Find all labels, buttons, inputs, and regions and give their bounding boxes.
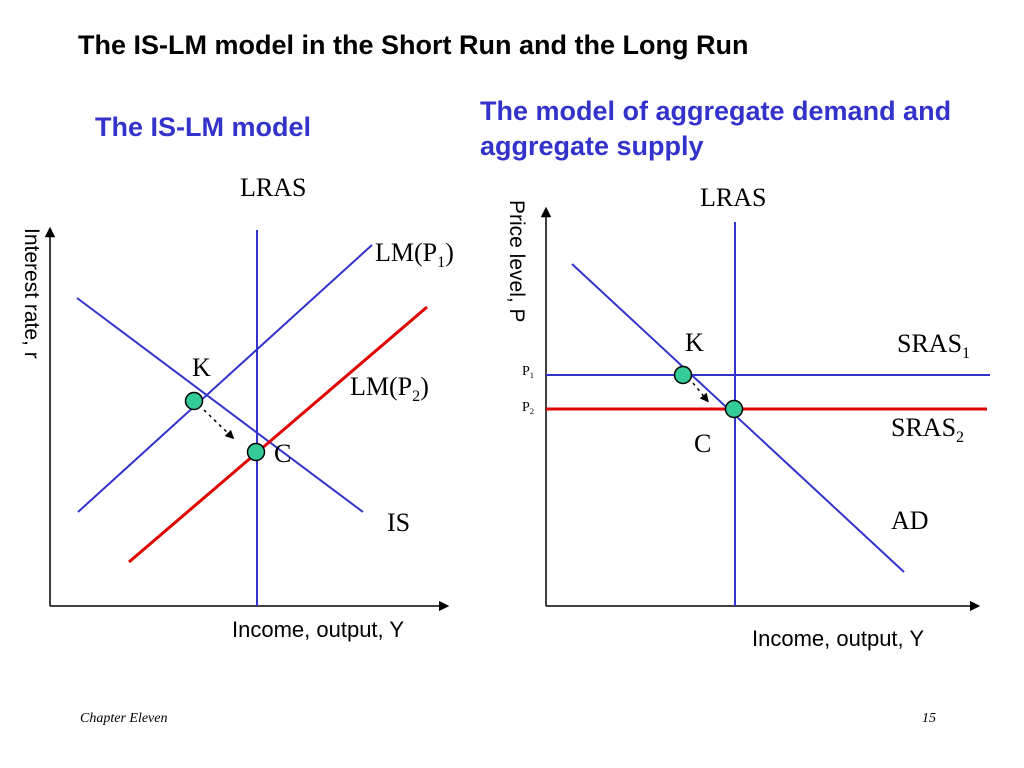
left-movement-arrow [203, 409, 235, 440]
lm2-label-close: ) [420, 372, 429, 401]
is-label: IS [387, 508, 411, 537]
sras2-label-sub: 2 [956, 428, 965, 446]
sras2-label: SRAS2 [891, 413, 965, 446]
left-lras-label: LRAS [240, 173, 307, 202]
left-point-c-label: C [274, 439, 292, 468]
ad-curve [571, 263, 905, 573]
lm1-label-text: LM(P [375, 238, 438, 267]
p1-tick-sub: 1 [529, 370, 535, 381]
sras2-label-text: SRAS [891, 413, 957, 442]
sras1-label-sub: 1 [962, 344, 971, 362]
right-y-axis-label: Price level, P [505, 200, 528, 323]
lm2-label-sub: 2 [412, 387, 421, 405]
lm1-label-close: ) [445, 238, 454, 267]
slide-title: The IS-LM model in the Short Run and the… [78, 30, 749, 60]
left-point-k [184, 391, 204, 411]
sras1-label-text: SRAS [897, 329, 963, 358]
left-point-c [246, 442, 266, 462]
ad-label: AD [891, 506, 929, 535]
p1-tick-label: P1 [522, 364, 534, 380]
is-curve [76, 297, 364, 513]
p2-tick-text: P [522, 400, 530, 415]
right-point-c-label: C [694, 429, 712, 458]
left-point-k-label: K [192, 353, 211, 382]
lm1-label-sub: 1 [437, 253, 446, 271]
lm1-label: LM(P1) [375, 238, 454, 271]
p2-tick-label: P2 [522, 400, 534, 416]
right-point-k-label: K [685, 328, 704, 357]
footer-chapter: Chapter Eleven [80, 711, 168, 726]
sras1-label: SRAS1 [897, 329, 971, 362]
right-panel-heading: The model of aggregate demand and aggreg… [480, 96, 952, 161]
left-x-axis-label: Income, output, Y [232, 617, 405, 642]
lm2-label: LM(P2) [350, 372, 429, 405]
left-y-axis-label: Interest rate, r [20, 228, 43, 359]
p2-tick-sub: 2 [529, 406, 535, 417]
left-panel-heading: The IS-LM model [95, 112, 311, 142]
lm2-curve [128, 305, 428, 564]
right-x-axis-label: Income, output, Y [752, 626, 925, 651]
right-point-k [673, 365, 693, 385]
lm1-curve [77, 244, 373, 513]
p1-tick-text: P [522, 364, 530, 379]
page-number: 15 [922, 711, 936, 726]
right-point-c [724, 399, 744, 419]
lm2-label-text: LM(P [350, 372, 413, 401]
right-lras-label: LRAS [700, 183, 767, 212]
